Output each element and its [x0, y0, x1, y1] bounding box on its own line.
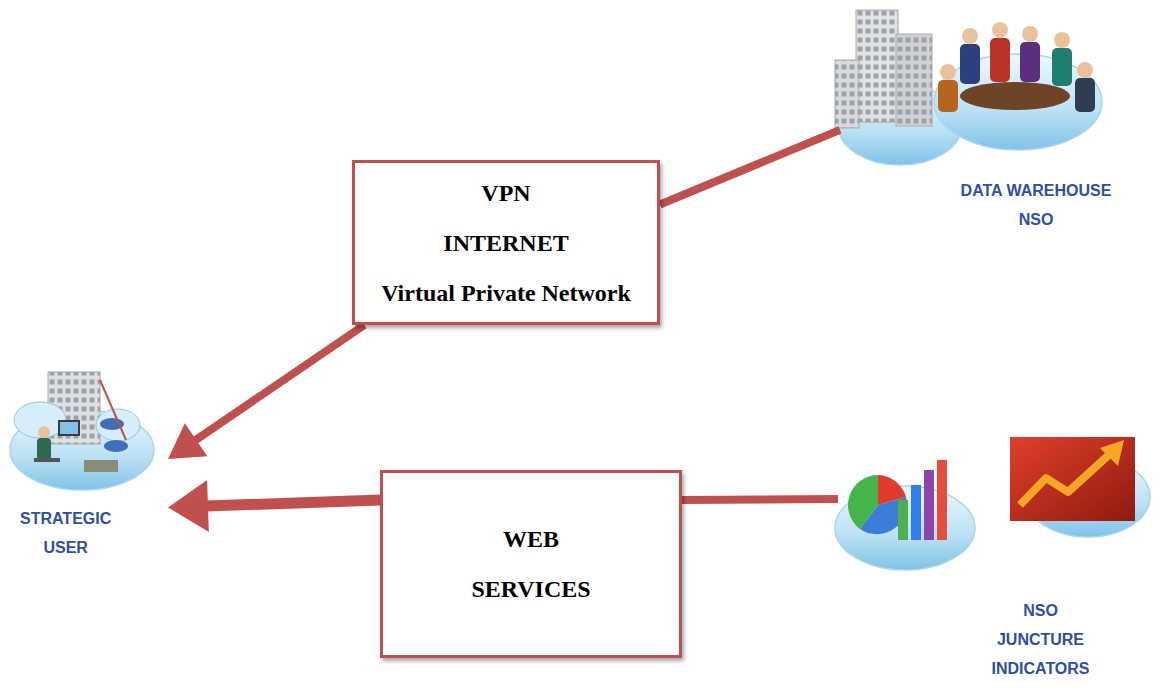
- box-text: INTERNET: [443, 218, 568, 268]
- strategic-user-icon-part-part: [96, 409, 140, 441]
- data-warehouse-icon-part-part: [896, 34, 932, 126]
- strategic-user-icon-part-part: [34, 458, 60, 462]
- strategic-user-icon-part-part: [84, 460, 118, 472]
- data-warehouse-icon-part-part: [938, 80, 958, 112]
- juncture-indicators-icon-part-part: [1010, 437, 1135, 521]
- label-holder: DATA WAREHOUSE NSO: [840, 176, 1126, 234]
- label-holder: NSO JUNCTURE INDICATORS: [933, 596, 1148, 683]
- data-warehouse-node: DATA WAREHOUSE NSO: [840, 0, 1140, 245]
- data-warehouse-icon-part-part: [1075, 78, 1095, 112]
- box-text: WEB SERVICES: [471, 514, 590, 614]
- box-text: Virtual Private Network: [381, 268, 631, 318]
- node-label: NSO JUNCTURE INDICATORS: [991, 596, 1089, 683]
- data-warehouse-icon-part-part: [1020, 42, 1040, 82]
- web-services-box: WEB SERVICES: [380, 470, 682, 658]
- node-label: DATA WAREHOUSE NSO: [946, 176, 1126, 234]
- vpn-box: VPNINTERNETVirtual Private Network: [352, 160, 660, 325]
- data-warehouse-icon: [835, 10, 1102, 165]
- data-warehouse-icon-part-part: [1052, 48, 1072, 86]
- box-text: VPN: [481, 168, 530, 218]
- arrow-head: [168, 480, 209, 532]
- data-warehouse-icon-part-part: [992, 22, 1008, 38]
- connector: [660, 130, 840, 205]
- data-warehouse-icon-part-part: [934, 54, 1102, 150]
- juncture-indicators-icon-part-part: [898, 500, 908, 540]
- strategic-user-icon-part-part: [37, 438, 51, 460]
- data-warehouse-icon-part-part: [960, 82, 1070, 110]
- strategic-user-icon-part-part: [100, 380, 126, 440]
- juncture-indicators-icon-part-part: [937, 460, 947, 540]
- data-warehouse-icon-part-part: [896, 34, 932, 126]
- data-warehouse-icon-part-part: [940, 64, 956, 80]
- data-warehouse-icon-part-part: [960, 44, 980, 84]
- strategic-user-icon: [10, 372, 154, 490]
- juncture-indicators-icon-part-part: [911, 485, 921, 540]
- strategic-user-icon-part-part: [60, 422, 78, 434]
- strategic-user-icon-part-part: [38, 426, 50, 438]
- juncture-indicators-icon-part-part: [1020, 452, 1112, 505]
- juncture-indicators-icon-part-part: [924, 470, 934, 540]
- arrow-head: [168, 423, 207, 459]
- juncture-indicators-icon-part-part: [1100, 440, 1124, 466]
- strategic-user-icon-part-part: [58, 420, 80, 436]
- connector: [206, 500, 380, 506]
- data-warehouse-icon-part-part: [835, 60, 859, 128]
- data-warehouse-icon-part-part: [835, 60, 859, 128]
- juncture-indicators-icon: [835, 437, 1150, 570]
- strategic-user-node: STRATEGIC USER: [8, 368, 168, 570]
- node-label: STRATEGIC USER: [20, 504, 111, 562]
- data-warehouse-icon-part-part: [856, 10, 898, 122]
- data-warehouse-icon-part-part: [962, 28, 978, 44]
- data-warehouse-icon-part-part: [1022, 26, 1038, 42]
- connector: [194, 325, 364, 441]
- strategic-user-icon-part-part: [104, 440, 128, 452]
- juncture-indicators-icon-part-part: [848, 475, 878, 529]
- data-warehouse-icon-part-part: [1054, 32, 1070, 48]
- connector: [682, 495, 838, 504]
- data-warehouse-icon-part-part: [990, 38, 1010, 82]
- data-warehouse-icon-part-part: [856, 10, 898, 122]
- data-warehouse-icon-part-part: [1077, 62, 1093, 78]
- juncture-indicators-node: NSO JUNCTURE INDICATORS: [838, 430, 1148, 686]
- label-holder: STRATEGIC USER: [20, 504, 168, 562]
